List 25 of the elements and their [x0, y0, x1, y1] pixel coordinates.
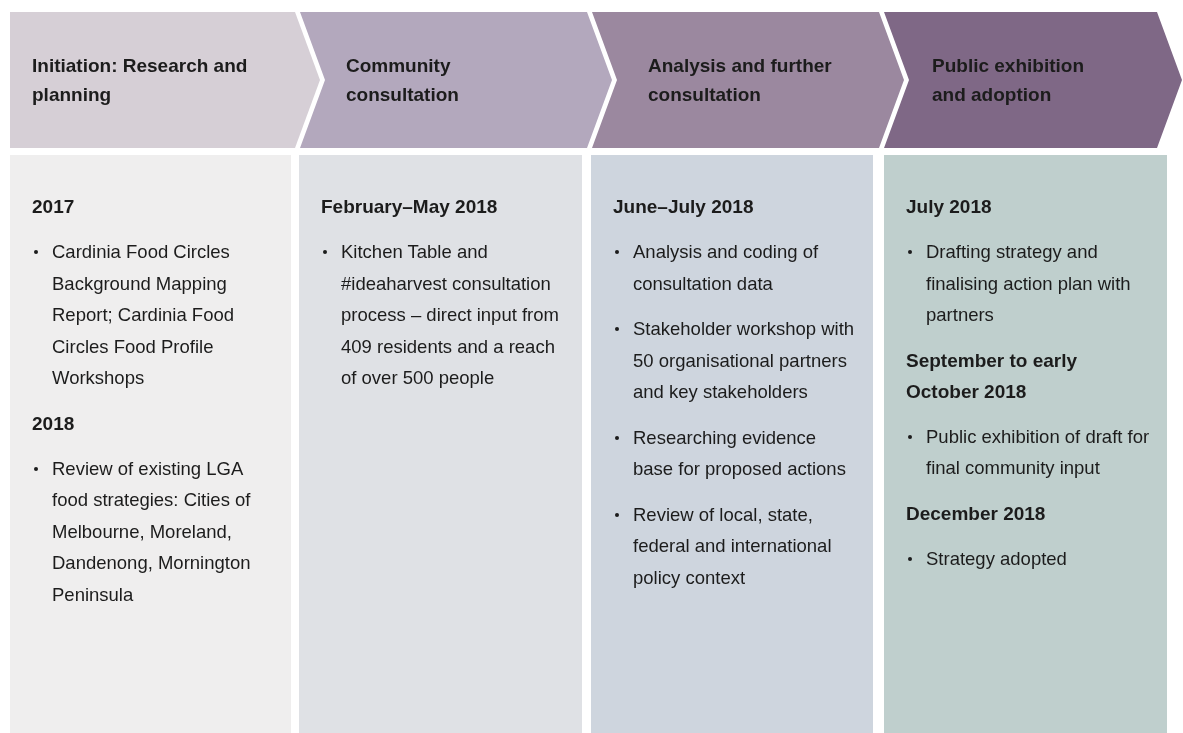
- bullet-item: Cardinia Food Circles Background Mapping Report; Cardinia Food Circles Food Profile Workshops: [32, 236, 277, 394]
- date-heading: 2017: [32, 195, 76, 219]
- date-heading: July 2018: [906, 195, 993, 219]
- date-heading: September to early October 2018: [906, 348, 1079, 404]
- date-heading: 2018: [32, 411, 76, 436]
- bullet-item: Public exhibition of draft for final community input: [906, 420, 1153, 484]
- date-heading: December 2018: [906, 501, 1047, 526]
- date-heading: June–July 2018: [613, 195, 755, 219]
- bullet-item: Researching evidence base for proposed actions: [613, 421, 859, 485]
- stage-title: Analysis and further consultation: [648, 54, 833, 107]
- stage-title: Community consultation: [346, 54, 460, 107]
- bullet-item: Review of local, state, federal and international policy context: [613, 498, 859, 593]
- stage-title: Initiation: Research and planning: [32, 54, 249, 107]
- date-heading: February–May 2018: [321, 195, 499, 219]
- bullet-item: Drafting strategy and finalising action plan with partners: [906, 236, 1153, 331]
- stage-title: Public exhibition and adoption: [932, 54, 1085, 107]
- bullet-item: Review of existing LGA food strategies: Cities of Melbourne, Moreland, Dandenong, Mornington Peninsula: [32, 452, 277, 610]
- bullet-item: Kitchen Table and #ideaharvest consultation process – direct input from 409 residents and a reach of over 500 people: [321, 236, 568, 394]
- bullet-item: Stakeholder workshop with 50 organisational partners and key stakeholders: [613, 313, 859, 408]
- column-panel: [299, 155, 582, 733]
- column-panel: [884, 155, 1167, 733]
- bullet-item: Strategy adopted: [906, 542, 1153, 574]
- bullet-item: Analysis and coding of consultation data: [613, 236, 859, 299]
- column-panel: [10, 155, 291, 733]
- column-panel: [591, 155, 873, 733]
